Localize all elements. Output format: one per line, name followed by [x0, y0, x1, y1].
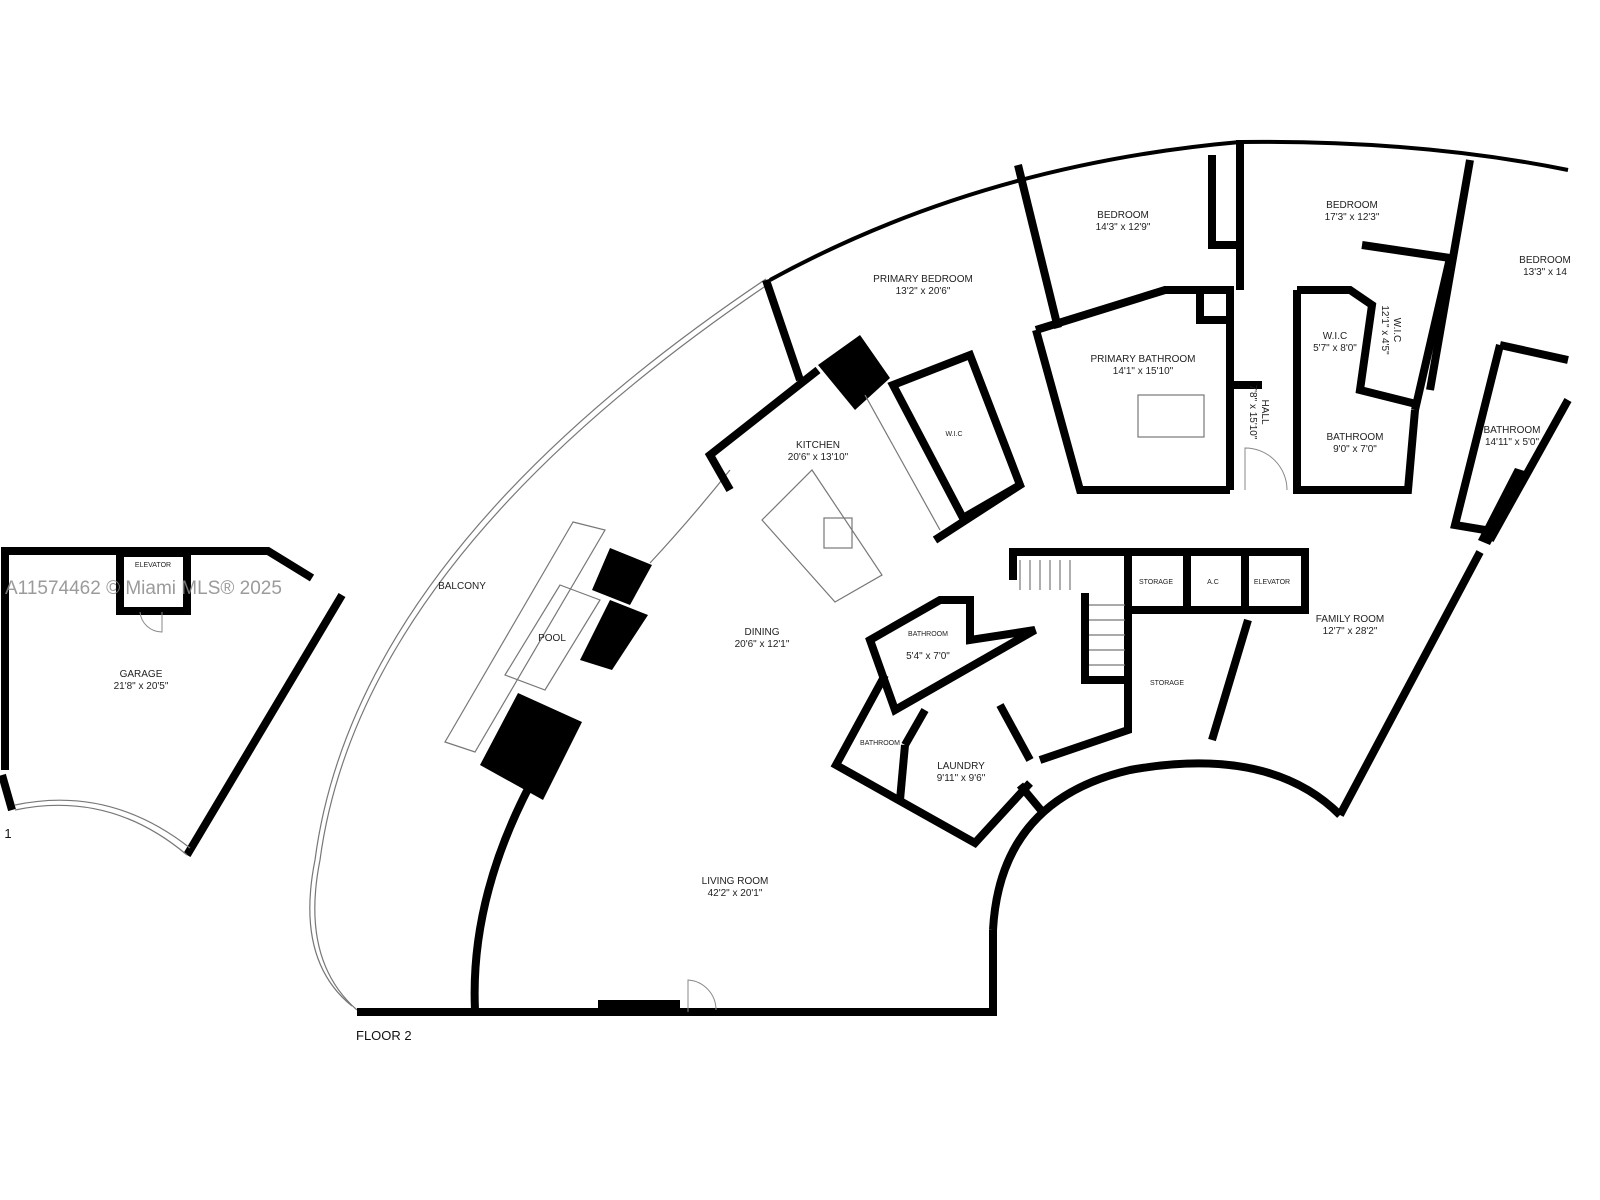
bathroom-3-label: BATHROOM	[908, 631, 948, 638]
column	[580, 600, 648, 670]
bedroom-3-label: BEDROOM	[1519, 255, 1571, 266]
pool-label: POOL	[538, 633, 566, 644]
garage-dims: 21'8" x 20'5"	[114, 681, 169, 692]
storage-2-label: STORAGE	[1150, 680, 1184, 687]
bedroom-2-label: BEDROOM	[1326, 200, 1378, 211]
bedroom-2-dims: 17'3" x 12'3"	[1325, 212, 1380, 223]
hall-dims: 7'8" x 15'10"	[1247, 385, 1258, 440]
balcony-outline	[309, 278, 771, 1011]
living-west-wall	[470, 783, 534, 1011]
stairs	[1019, 560, 1125, 666]
living-room-dims: 42'2" x 20'1"	[708, 888, 763, 899]
inner-curved-wall	[989, 759, 1343, 931]
balcony-label: BALCONY	[438, 581, 486, 592]
column	[592, 548, 652, 605]
bedroom-1-dims: 14'3" x 12'9"	[1096, 222, 1151, 233]
north-curved-wall	[769, 139, 1569, 282]
bathroom-2-label: BATHROOM	[1483, 425, 1540, 436]
living-room-label: LIVING ROOM	[702, 876, 769, 887]
bathroom-1-dims: 9'0" x 7'0"	[1333, 444, 1377, 455]
laundry-dims: 9'11" x 9'6"	[937, 773, 986, 784]
fireplace	[598, 1000, 680, 1014]
primary-bathroom-dims: 14'1" x 15'10"	[1113, 366, 1174, 377]
garage-walls	[0, 547, 346, 858]
garage-label: GARAGE	[120, 669, 163, 680]
primary-bedroom-label: PRIMARY BEDROOM	[873, 274, 973, 285]
south-wall	[357, 930, 997, 1016]
elevator-label: ELEVATOR	[1254, 579, 1290, 586]
dining-dims: 20'6" x 12'1"	[735, 639, 790, 650]
family-room-label: FAMILY ROOM	[1316, 614, 1385, 625]
bathroom-small-walls	[865, 596, 1037, 716]
dining-label: DINING	[745, 627, 780, 638]
primary-bathroom-label: PRIMARY BATHROOM	[1090, 354, 1195, 365]
bathroom-3-dims: 5'4" x 7'0"	[906, 651, 950, 662]
kitchen-label: KITCHEN	[796, 440, 840, 451]
column	[818, 335, 890, 410]
ac-label: A.C	[1207, 579, 1219, 586]
wic-2-label: W.I.C	[1391, 318, 1402, 342]
watermark: A11574462 © Miami MLS® 2025	[5, 578, 282, 599]
bathroom-4-label: BATHROOM	[860, 740, 900, 747]
primary-bedroom-dims: 13'2" x 20'6"	[896, 286, 951, 297]
floor-1-label: FLOOR 1	[0, 826, 12, 841]
hall-label: HALL	[1259, 399, 1270, 424]
bedroom-1-label: BEDROOM	[1097, 210, 1149, 221]
wic-2-dims: 12'1" x 4'5"	[1379, 305, 1390, 355]
primary-wic-label: W.I.C	[945, 431, 962, 438]
laundry-label: LAUNDRY	[937, 761, 985, 772]
kitchen-dims: 20'6" x 13'10"	[788, 452, 849, 463]
kitchen-island	[761, 469, 883, 603]
bathroom-1-label: BATHROOM	[1326, 432, 1383, 443]
pool	[444, 521, 606, 753]
floor-2-label: FLOOR 2	[356, 1028, 412, 1043]
wic-1-label: W.I.C	[1323, 331, 1347, 342]
family-room-dims: 12'7" x 28'2"	[1323, 626, 1378, 637]
garage-elevator-label: ELEVATOR	[135, 562, 171, 569]
bathroom-2-dims: 14'11" x 5'0"	[1485, 437, 1540, 448]
wic-1-dims: 5'7" x 8'0"	[1313, 343, 1357, 354]
bedroom-3-dims: 13'3" x 14	[1523, 267, 1567, 278]
storage-1-label: STORAGE	[1139, 579, 1173, 586]
column	[480, 693, 582, 800]
